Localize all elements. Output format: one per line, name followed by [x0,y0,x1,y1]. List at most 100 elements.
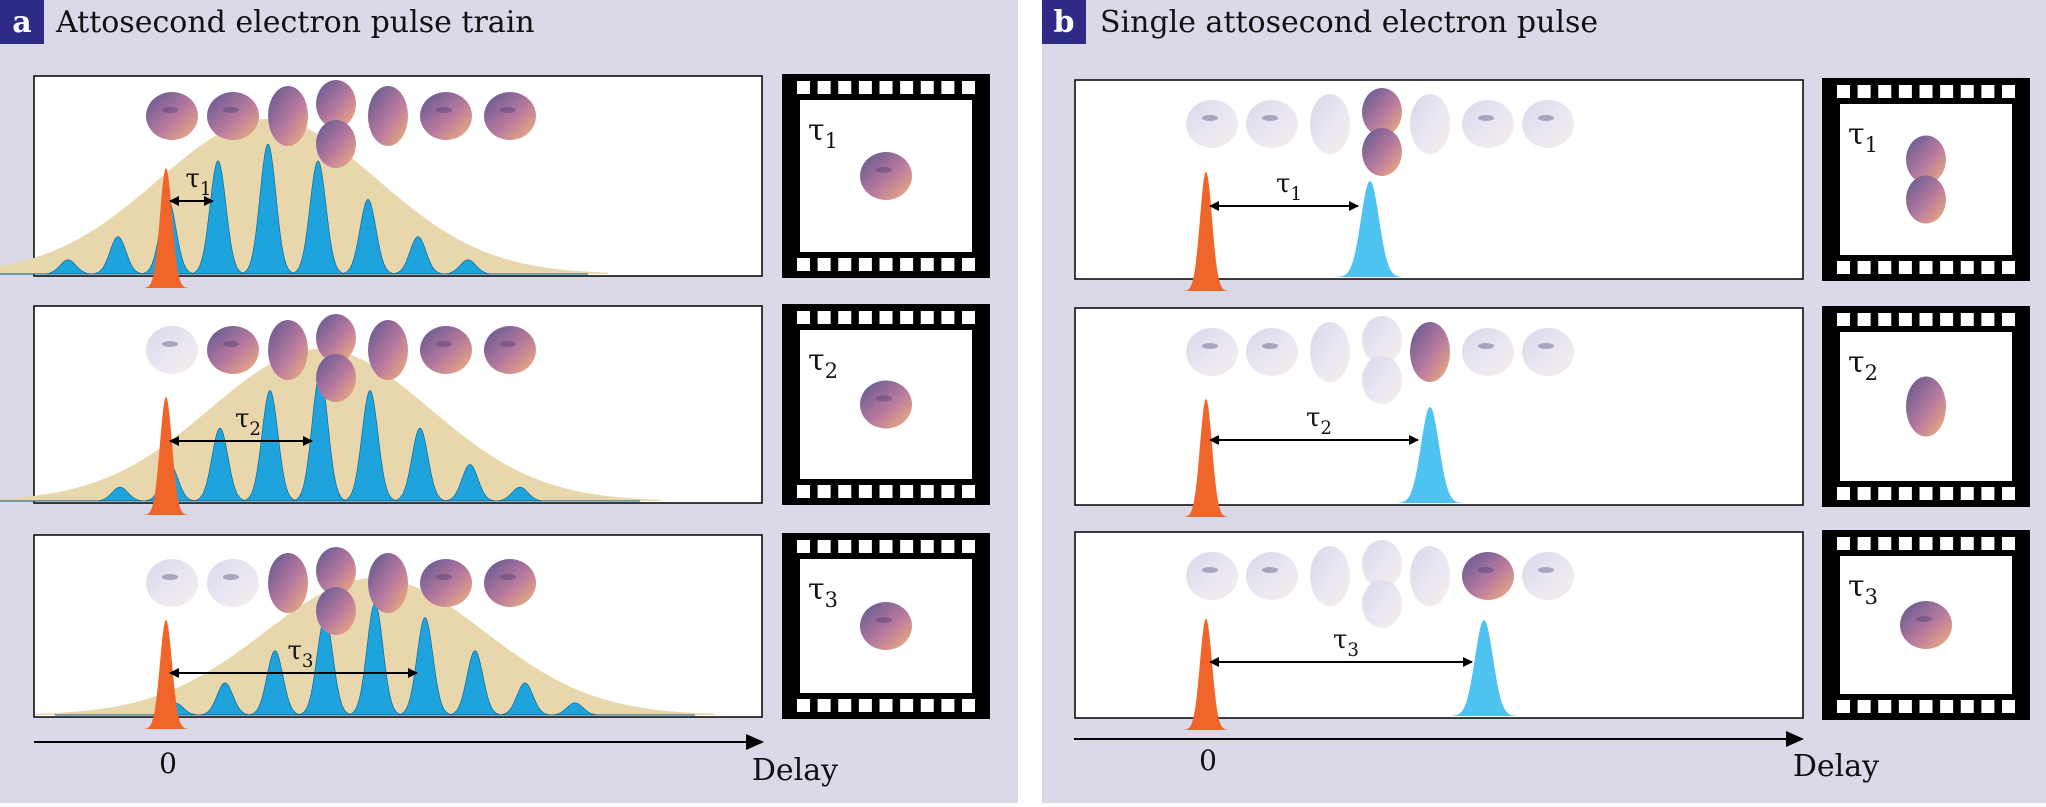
panel-a-row-2-frame-tau-symbol: τ [808,343,825,378]
panel-a-row-3-orbital-7-dimple [500,574,516,580]
panel-a-row-2-film-frame-perforation-top [962,311,975,324]
panel-a-row-2-film-frame-perforation-top [838,311,852,324]
panel-a-row-1-film-frame-perforation-bottom [900,258,914,271]
panel-a-row-2-attosecond-pulse-8 [437,464,503,502]
panel-b-row-3-frame-tau-symbol: τ [1848,569,1865,604]
panel-b-row-3-orbital-7-dimple [1538,567,1554,573]
panel-b-row-1-tau-label-subscript: 1 [1290,184,1302,205]
panel-a-label: a [12,5,31,40]
panel-a-row-1-orbital-6 [420,92,472,140]
panel-b-row-1-film-frame-perforation-bottom [1898,261,1912,274]
panel-b-row-3-film-frame-perforation-bottom [1837,700,1850,713]
panel-b-row-3 [1074,531,1804,730]
panel-a-row-1-attosecond-pulse-4 [185,160,251,275]
panel-b-row-2-film-frame-perforation-top [1857,313,1871,326]
panel-a-row-2-orbital-5 [368,320,408,380]
panel-b-row-1-film-frame-perforation-top [1878,85,1892,98]
panel-b-row-2-orbital-4-lower-lobe [1362,356,1402,404]
panel-b-row-2-film-frame-perforation-bottom [1878,487,1892,500]
panel-b-row-2-film-frame-perforation-bottom [1837,487,1850,500]
panel-a-row-2-attosecond-pulse-3 [187,427,253,502]
panel-a-row-2-film-frame-perforation-bottom [817,485,831,498]
panel-b-row-3-orbital-5 [1410,546,1450,606]
panel-b-row-1-film-frame-perforation-bottom [1878,261,1892,274]
panel-b-row-3-orbital-6-body [1462,552,1514,600]
panel-a-row-3-frame-tau: τ3 [808,572,838,612]
panel-a-row-3-film-frame-perforation-top [838,540,852,553]
panel-b-row-1-orbital-4 [1362,88,1402,176]
panel-b-row-1-film-frame-perforation-top [2002,85,2015,98]
panel-b-row-2-orbital-7-dimple [1538,343,1554,349]
panel-b-row-1-frame-orbital-upper-lobe [1906,135,1946,184]
panel-a-row-1-attosecond-pulse-2 [85,236,151,275]
panel-a-row-2-film-frame [782,304,990,505]
panel-a-row-1-orbital-1 [146,92,198,140]
panel-a-row-2-film-frame-perforation-bottom [941,485,955,498]
panel-a-row-2-frame-orbital-dimple [876,395,892,402]
panel-b-row-2-orbital-4 [1362,316,1402,404]
panel-b-row-2-frame-tau-subscript: 2 [1865,361,1878,385]
panel-b-row-3-film-frame-perforation-bottom [1960,700,1974,713]
panel-b-row-2-frame-orbital-lobe [1906,376,1946,437]
panel-b-row-1-orbital-7-body [1522,100,1574,148]
panel-a-row-1-frame-orbital [860,152,912,200]
panel-b-label: b [1054,5,1075,40]
panel-a-row-3-orbital-2-body [207,559,259,607]
panel-a-row-1-frame-orbital-dimple [876,167,892,173]
panel-a-row-1-orbital-7-dimple [500,107,516,113]
panel-a-row-1-orbital-7-body [484,92,536,140]
panel-b-row-1-film-frame-perforation-bottom [1940,261,1954,274]
panel-a-row-2-film-frame-perforation-bottom [962,485,975,498]
panel-a-row-2-tau-label-symbol: τ [235,404,249,434]
panel-b-row-2-orbital-6-dimple [1478,343,1494,349]
panel-a-row-2 [0,305,763,515]
panel-b-row-3-orbital-4-upper-lobe [1362,540,1402,588]
panel-b-row-2-frame-tau: τ2 [1848,345,1878,385]
panel-a-row-1-orbital-7 [484,92,536,140]
panel-a-row-3-film-frame-perforation-bottom [920,699,934,712]
panel-b-row-3-film-frame-perforation-bottom [1857,700,1871,713]
panel-a-row-3-orbital-6-dimple [436,574,452,580]
panel-b-row-3-frame-tau: τ3 [1848,569,1878,609]
panel-a-row-1-attosecond-pulse-5 [235,143,301,275]
panel-b-row-2-orbital-5-lobe [1410,322,1450,382]
panel-a-row-1-film-frame-perforation-bottom [962,258,975,271]
panel-a-row-3-film-frame-perforation-bottom [962,699,975,712]
panel-b-row-3-orbital-4-lower-lobe [1362,580,1402,628]
panel-a-row-2-film-frame-perforation-bottom [900,485,914,498]
panel-a-row-1-film-frame-perforation-bottom [941,258,955,271]
panel-b-row-2-tau-label-symbol: τ [1306,403,1320,433]
panel-b-row-3-tau-label-symbol: τ [1333,625,1347,655]
panel-a-row-2-film-frame-perforation-bottom [797,485,810,498]
panel-a-row-3-film-frame-perforation-bottom [879,699,893,712]
panel-a-row-3-orbital-3 [268,553,308,613]
panel-a-label-box [0,0,44,44]
panel-a-row-3-orbital-2-dimple [223,574,239,580]
panel-b-row-2-orbital-4-upper-lobe [1362,316,1402,364]
panel-a-row-3-film-frame-perforation-top [858,540,872,553]
panel-a-row-1-orbital-4-upper-lobe [316,80,356,128]
panel-b-row-3-film-frame-perforation-bottom [2002,700,2015,713]
panel-a-row-3-orbital-4-upper-lobe [316,547,356,595]
panel-b-row-3-orbital-2-body [1246,552,1298,600]
panel-a-row-2-orbital-4-lower-lobe [316,354,356,402]
panel-b-row-1-film-frame-perforation-bottom [1837,261,1850,274]
panel-b-row-1-pump-pulse [1182,171,1230,291]
panel-b-row-1-film-frame-perforation-bottom [1857,261,1871,274]
panel-b-row-1-orbital-1 [1186,100,1238,148]
panel-a-row-3-film-frame [782,533,990,719]
panel-b-row-1-orbital-3-lobe [1310,94,1350,154]
panel-a-row-3-orbital-4 [316,547,356,635]
panel-a-row-2-film-frame-perforation-top [879,311,893,324]
panel-a-row-3-orbital-4-lower-lobe [316,587,356,635]
panel-b-row-3-orbital-3 [1310,546,1350,606]
panel-a-row-1-film-frame-perforation-bottom [797,258,810,271]
panel-a-row-2-orbital-4 [316,314,356,402]
panel-a-row-1-pump-pulse [142,168,190,288]
panel-a-row-3-frame-orbital-body [860,602,912,650]
panel-a-row-3-frame-orbital [860,602,912,650]
panel-a-row-3-film-frame-perforation-top [920,540,934,553]
panel-a-row-3 [33,534,763,729]
panel-a-row-2-orbital-1-dimple [162,341,178,347]
panel-a-row-3-film-frame-perforation-bottom [797,699,810,712]
